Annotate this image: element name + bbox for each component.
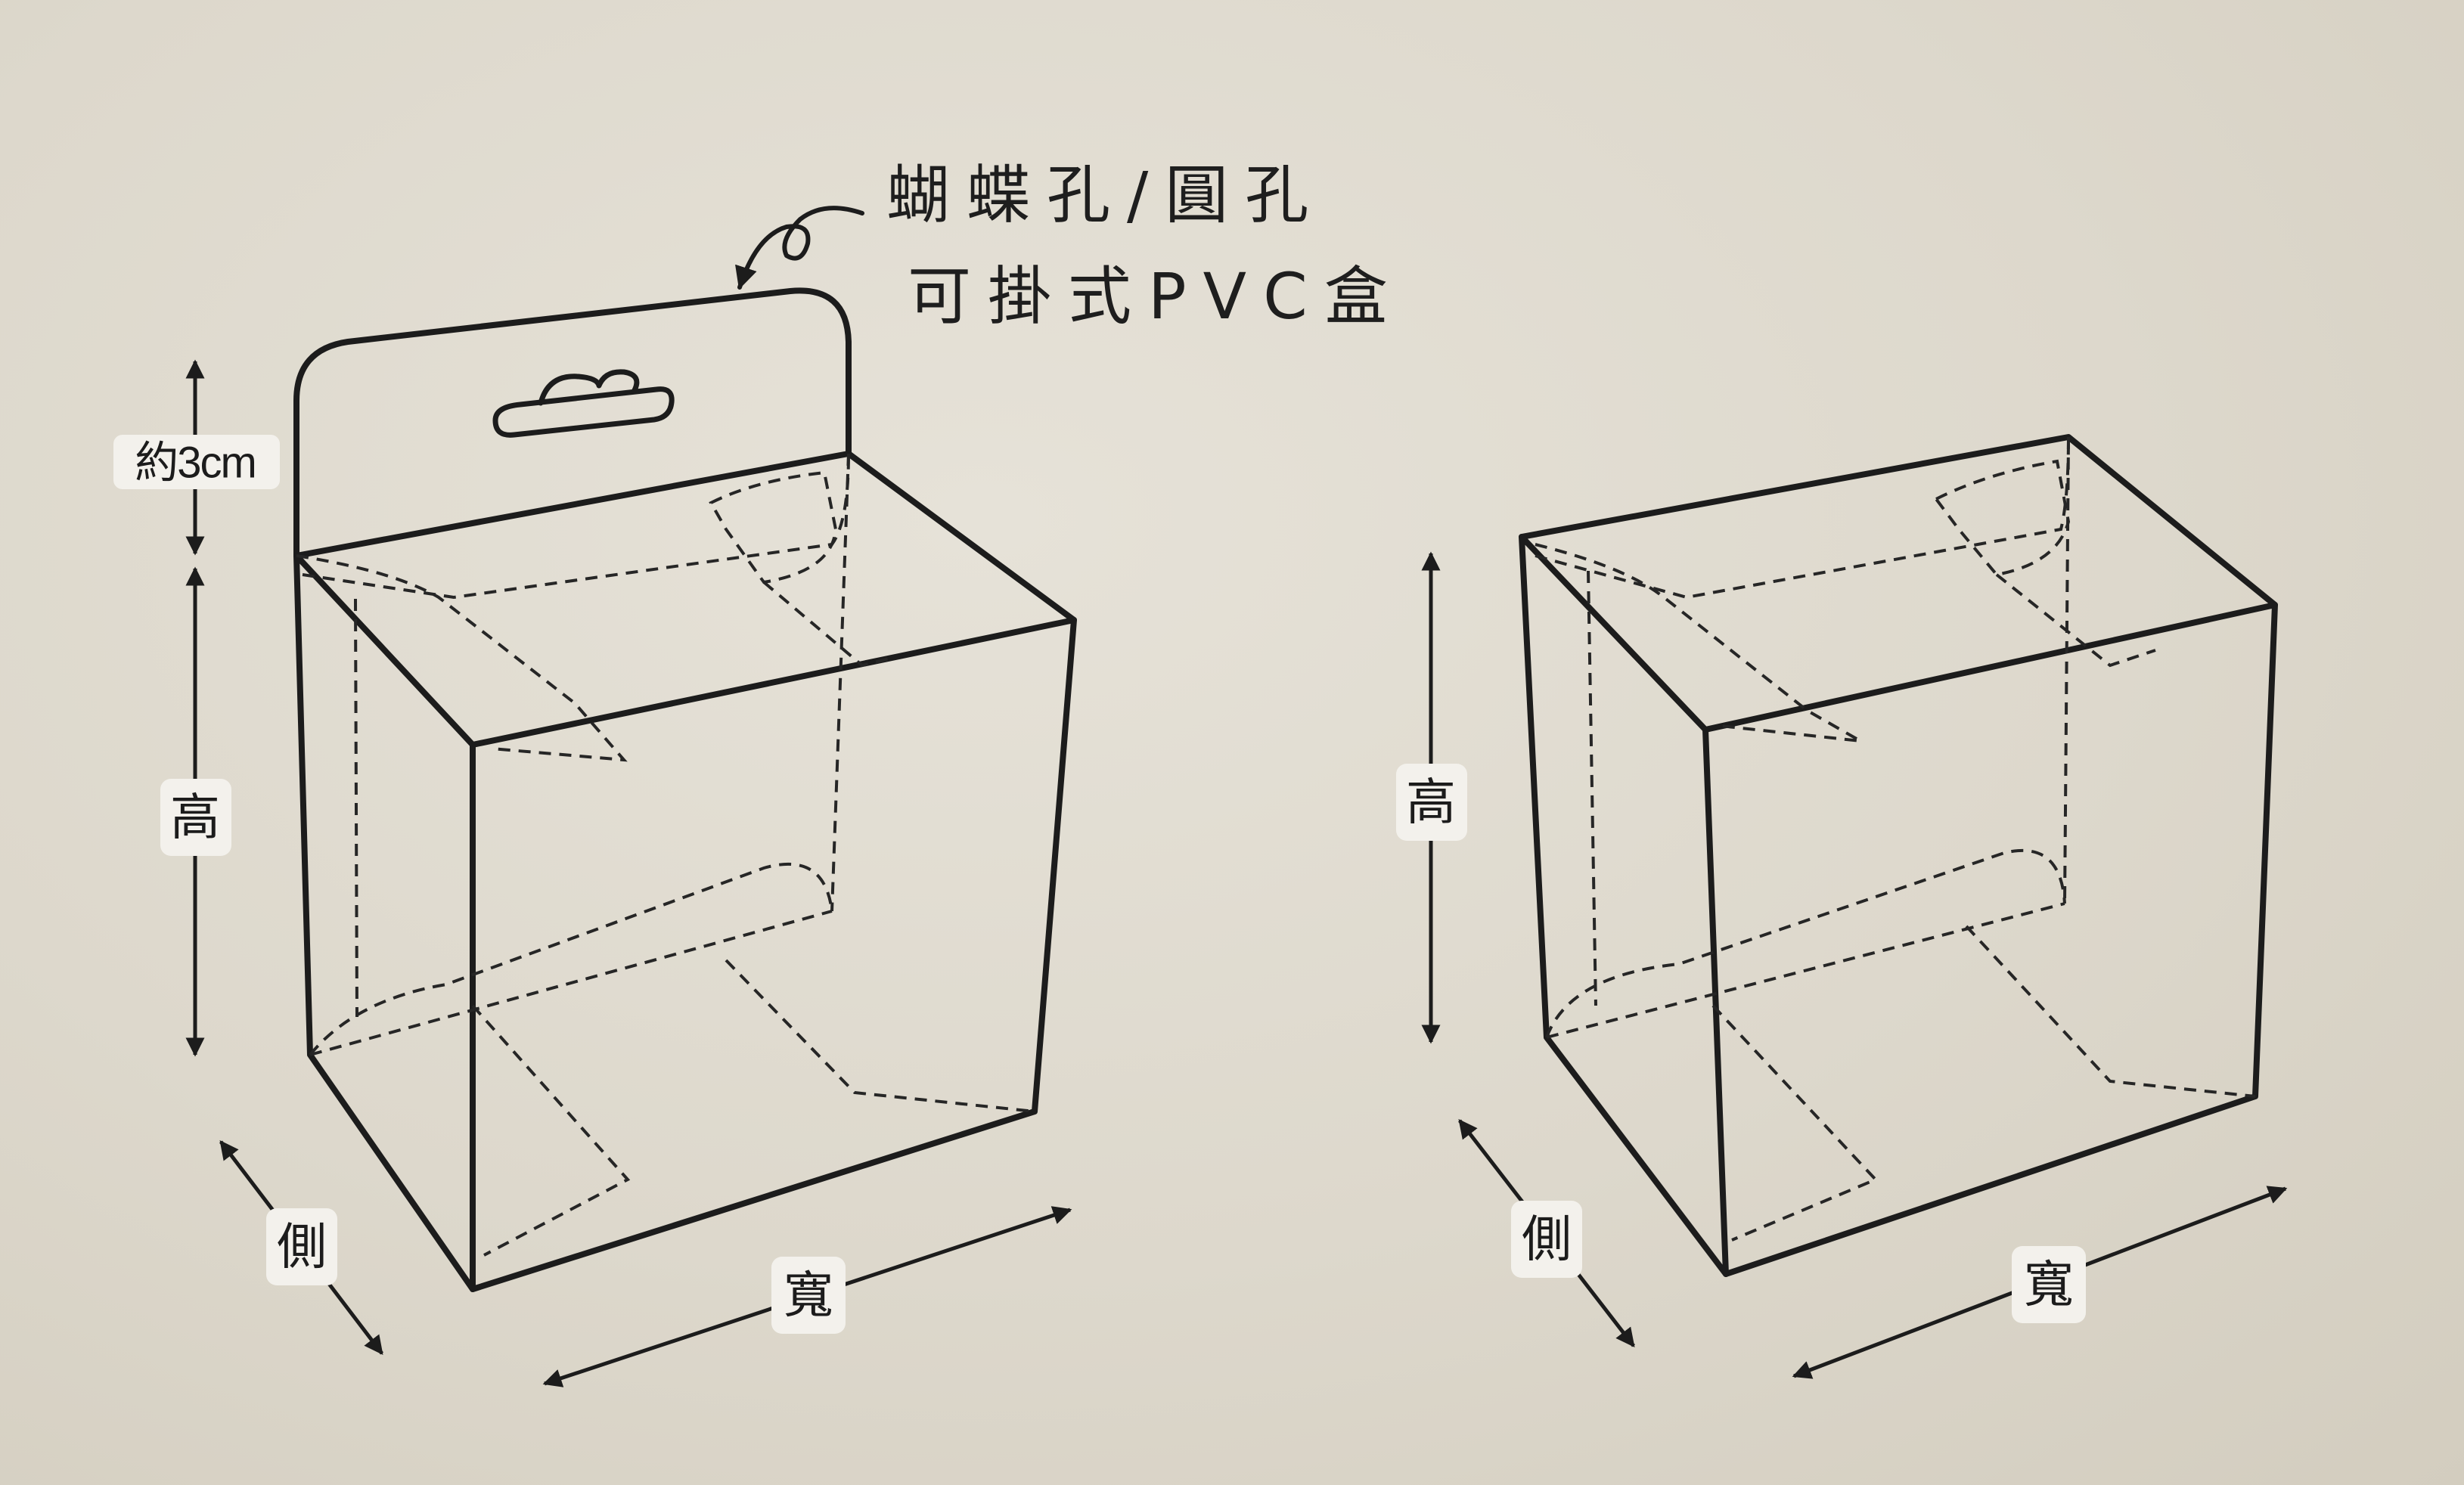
hanging-tab (293, 287, 852, 559)
right-hidden-edges (1535, 436, 2256, 1242)
height-label: 高 (170, 789, 220, 847)
annotation-line-1: 蝴蝶孔/圓孔 (886, 158, 1325, 232)
side-face (293, 553, 476, 1292)
width-label: 寬 (784, 1266, 833, 1325)
right-width-label: 寬 (2024, 1256, 2074, 1314)
butterfly-hole (492, 369, 675, 438)
top-face (293, 451, 1077, 748)
annotation-line-2: 可掛式PVC盒 (908, 259, 1404, 333)
right-front-face (1702, 602, 2278, 1277)
depth-label: 側 (277, 1218, 327, 1276)
right-height-label: 高 (1406, 774, 1456, 832)
hidden-edges (296, 453, 1035, 1257)
front-face (470, 617, 1077, 1292)
standard-box: 高 側 寬 (1396, 434, 2288, 1379)
tab-height-label: 約3cm (135, 439, 256, 488)
annotation-pointer (735, 206, 864, 290)
hanging-box: 約3cm 高 側 寬 (113, 287, 1077, 1387)
right-depth-label: 側 (1522, 1211, 1572, 1269)
